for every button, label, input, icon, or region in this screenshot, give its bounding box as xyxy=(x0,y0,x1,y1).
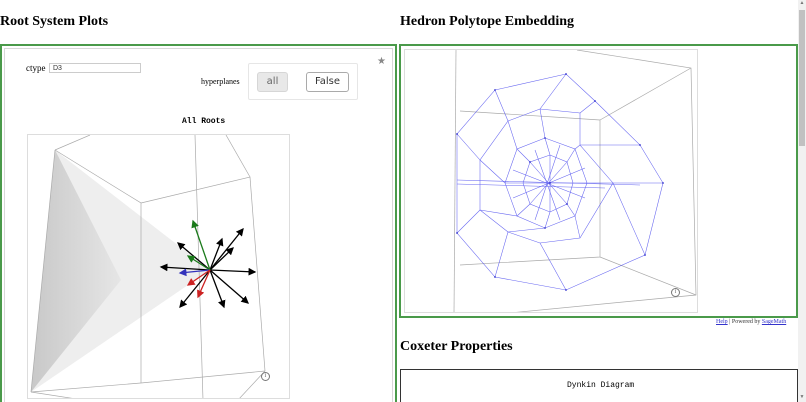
hyperplanes-all-button[interactable]: all xyxy=(257,72,288,92)
info-icon[interactable]: i xyxy=(261,372,270,381)
help-link[interactable]: Help xyxy=(716,319,728,325)
all-roots-title: All Roots xyxy=(182,117,226,126)
hedron-3d-plot[interactable]: i xyxy=(404,49,698,313)
hyperplanes-toggle-group: all False xyxy=(248,63,358,100)
hedron-plot-svg xyxy=(453,50,697,312)
root-system-plot-svg xyxy=(30,135,266,398)
dynkin-diagram-title: Dynkin Diagram xyxy=(567,381,635,390)
powered-by-text: | Powered by xyxy=(727,319,762,325)
scroll-thumb[interactable] xyxy=(799,10,805,146)
scroll-up-arrow[interactable]: ▲ xyxy=(799,1,805,6)
ctype-input[interactable]: D3 xyxy=(49,63,141,73)
sagemath-link[interactable]: SageMath xyxy=(761,319,787,325)
hyperplanes-false-button[interactable]: False xyxy=(306,72,349,92)
hyperplanes-label: hyperplanes xyxy=(201,77,240,86)
hedron-polytope-title: Hedron Polytope Embedding xyxy=(400,14,574,29)
page-scrollbar[interactable]: ▲ ▼ xyxy=(798,0,806,402)
scroll-down-arrow[interactable]: ▼ xyxy=(799,395,805,400)
root-system-plots-title: Root System Plots xyxy=(0,14,109,29)
info-icon[interactable]: i xyxy=(671,288,680,297)
footer-links: Help | Powered by SageMath xyxy=(716,319,786,325)
root-system-3d-plot[interactable]: i xyxy=(27,134,290,399)
root-system-panel: ctype D3 hyperplanes all False ★ All Roo… xyxy=(0,44,397,402)
root-system-inner: ctype D3 hyperplanes all False ★ All Roo… xyxy=(4,48,393,402)
ctype-label: ctype xyxy=(26,63,46,73)
coxeter-properties-title: Coxeter Properties xyxy=(400,339,513,354)
dynkin-diagram-panel: Dynkin Diagram xyxy=(400,369,798,402)
hedron-panel: i xyxy=(399,44,798,318)
star-icon[interactable]: ★ xyxy=(377,56,386,67)
